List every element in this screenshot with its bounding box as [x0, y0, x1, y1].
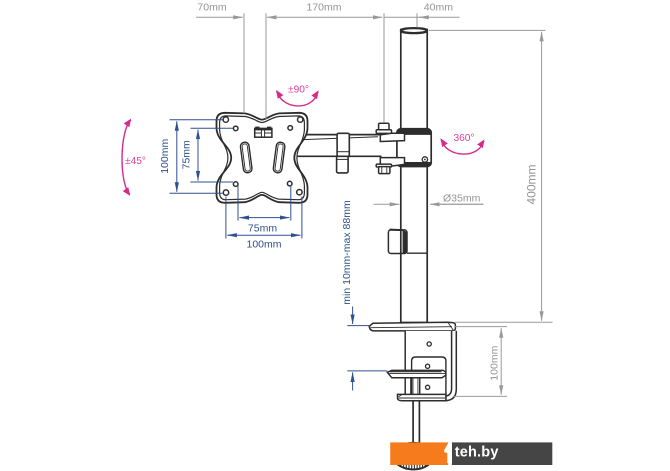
svg-text:170mm: 170mm — [306, 2, 341, 14]
svg-text:75mm: 75mm — [248, 223, 277, 235]
svg-text:360°: 360° — [453, 133, 474, 144]
svg-text:40mm: 40mm — [424, 2, 453, 14]
svg-text:400mm: 400mm — [524, 164, 538, 204]
svg-text:100mm: 100mm — [488, 345, 500, 380]
svg-text:±90°: ±90° — [288, 84, 309, 95]
svg-text:100mm: 100mm — [159, 139, 171, 174]
svg-text:±45°: ±45° — [125, 156, 146, 167]
svg-text:100mm: 100mm — [246, 239, 281, 251]
svg-text:70mm: 70mm — [197, 2, 226, 14]
svg-text:min 10mm-max 88mm: min 10mm-max 88mm — [341, 200, 353, 305]
svg-text:teh.by: teh.by — [455, 445, 499, 461]
svg-text:Ø35mm: Ø35mm — [443, 193, 481, 205]
svg-text:75mm: 75mm — [180, 140, 192, 169]
